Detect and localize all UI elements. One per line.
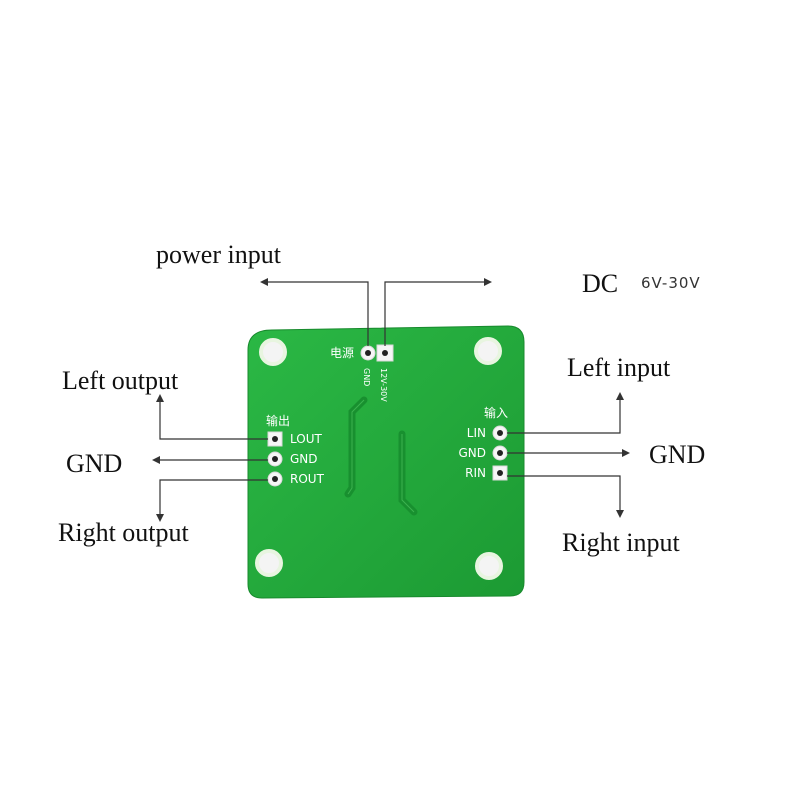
output-pin-gnd-pad (267, 451, 283, 467)
mounting-hole (475, 552, 503, 580)
mounting-hole (474, 337, 502, 365)
input-pin-gnd-pad (492, 445, 508, 461)
input-pin-lin-pad (492, 425, 508, 441)
arrowhead-up (156, 394, 164, 402)
output-pin-lout-pad (267, 431, 283, 447)
arrowhead-right (484, 278, 492, 286)
arrowhead-right (622, 449, 630, 457)
right-output-leader (159, 479, 268, 516)
output-pin-rout-pad (267, 471, 283, 487)
power-gnd-silk: GND (362, 368, 371, 386)
left-output-label: Left output (62, 366, 179, 395)
power-vin-leader (384, 281, 486, 346)
callout-labels: power input DC 6V-30V Left output GND Ri… (58, 240, 705, 557)
input-pin-label: LIN (467, 426, 486, 440)
power-voltage-silk: 12V-30V (379, 368, 388, 402)
power-gnd-pad (360, 345, 376, 361)
arrowhead-down (156, 514, 164, 522)
arrowhead-up (616, 392, 624, 400)
gnd-input-label: GND (649, 440, 705, 469)
arrowhead-left (152, 456, 160, 464)
gnd-output-label: GND (66, 449, 122, 478)
dc-label: DC (582, 269, 618, 298)
left-output-leader (159, 400, 268, 440)
arrowhead-left (260, 278, 268, 286)
right-output-label: Right output (58, 518, 190, 547)
power-gnd-leader (266, 281, 369, 346)
pcb-board: 电源 GND 12V-30V 输出 LOUT GND ROUT 输入 (247, 325, 525, 599)
right-input-label: Right input (562, 528, 681, 557)
left-input-leader (507, 398, 621, 434)
power-silk-label: 电源 (330, 346, 354, 360)
left-input-label: Left input (567, 353, 671, 382)
input-pin-rin-pad (492, 465, 508, 481)
mounting-hole (255, 549, 283, 577)
output-pin-label: GND (290, 452, 318, 466)
arrowhead-down (616, 510, 624, 518)
mounting-hole (259, 338, 287, 366)
input-header-silk: 输入 (484, 405, 508, 420)
power-input-label: power input (156, 240, 282, 269)
output-header-silk: 输出 (266, 413, 290, 428)
output-pin-label: ROUT (290, 472, 325, 486)
input-pin-label: RIN (465, 466, 486, 480)
input-pin-label: GND (458, 446, 486, 460)
leader-lines (152, 278, 630, 522)
output-pin-label: LOUT (290, 432, 322, 446)
voltage-range-label: 6V-30V (641, 274, 701, 292)
right-input-leader (507, 475, 621, 512)
power-vin-pad (376, 344, 394, 362)
